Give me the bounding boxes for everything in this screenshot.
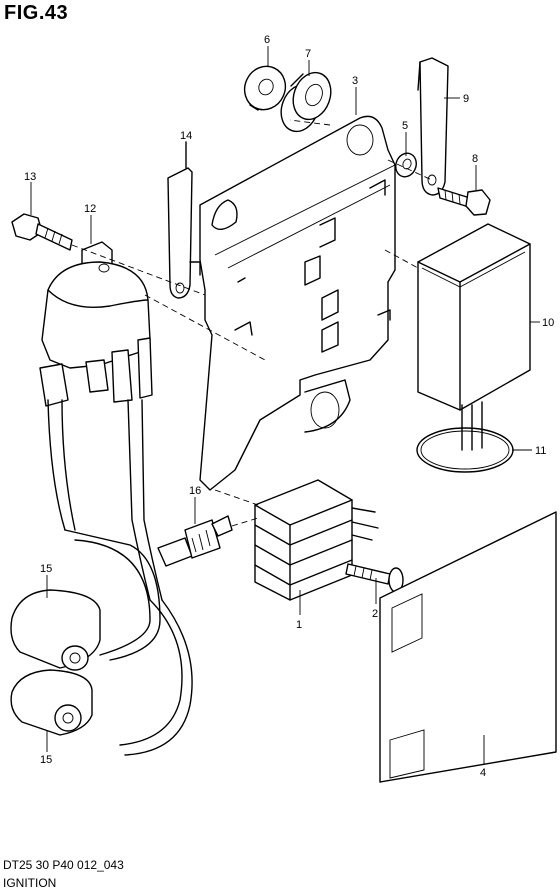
svg-text:13: 13 (24, 171, 36, 183)
ignition-coil-part (39, 241, 153, 407)
callout-2: 2 (372, 578, 378, 620)
spark-plug-cap-lower (10, 669, 93, 736)
callout-13: 13 (24, 171, 36, 215)
svg-text:14: 14 (180, 130, 192, 142)
callout-15-upper: 15 (40, 563, 52, 598)
mounting-bracket-part (199, 115, 396, 491)
callout-12: 12 (84, 203, 96, 244)
screw-part (345, 563, 404, 593)
svg-text:7: 7 (305, 48, 311, 60)
callout-4: 4 (480, 735, 486, 779)
svg-text:10: 10 (542, 317, 554, 329)
svg-text:11: 11 (535, 445, 546, 457)
cdi-unit-part (417, 223, 531, 411)
callout-16: 16 (189, 485, 201, 524)
svg-text:6: 6 (264, 34, 270, 46)
spark-plug-cap-upper (10, 589, 101, 671)
bolt-left-part (11, 213, 73, 251)
svg-text:1: 1 (296, 619, 302, 631)
callout-8: 8 (472, 153, 478, 190)
callout-7: 7 (305, 48, 311, 76)
clamp-left-part (167, 141, 201, 299)
svg-text:3: 3 (352, 75, 358, 87)
svg-text:9: 9 (463, 93, 469, 105)
clamp-right-part (417, 57, 449, 196)
svg-text:5: 5 (402, 120, 408, 132)
callout-15-lower: 15 (40, 730, 52, 766)
grommet-part (280, 71, 332, 133)
svg-text:15: 15 (40, 754, 52, 766)
high-tension-leads (47, 399, 193, 756)
callout-1: 1 (296, 590, 302, 631)
figure-caption: IGNITION (3, 876, 57, 890)
band-part (416, 401, 514, 473)
insulator-sheet-part (379, 511, 557, 783)
svg-text:2: 2 (372, 608, 378, 620)
collar-part (243, 65, 287, 111)
callout-10: 10 (530, 317, 554, 329)
callout-11: 11 (512, 445, 546, 457)
callout-3: 3 (352, 75, 358, 115)
assembly-lines (71, 119, 433, 527)
callout-6: 6 (264, 34, 270, 66)
svg-text:12: 12 (84, 203, 96, 215)
callout-9: 9 (444, 93, 469, 105)
callout-5: 5 (402, 120, 408, 156)
spark-plug-part (157, 515, 233, 567)
bolt-right-part (437, 187, 491, 216)
rectifier-regulator-part (254, 479, 379, 601)
svg-text:16: 16 (189, 485, 201, 497)
svg-text:15: 15 (40, 563, 52, 575)
figure-title: FIG.43 (4, 2, 69, 24)
svg-text:4: 4 (480, 767, 486, 779)
figure-code: DT25 30 P40 012_043 (3, 858, 124, 872)
callout-14: 14 (180, 130, 192, 168)
svg-text:8: 8 (472, 153, 478, 165)
